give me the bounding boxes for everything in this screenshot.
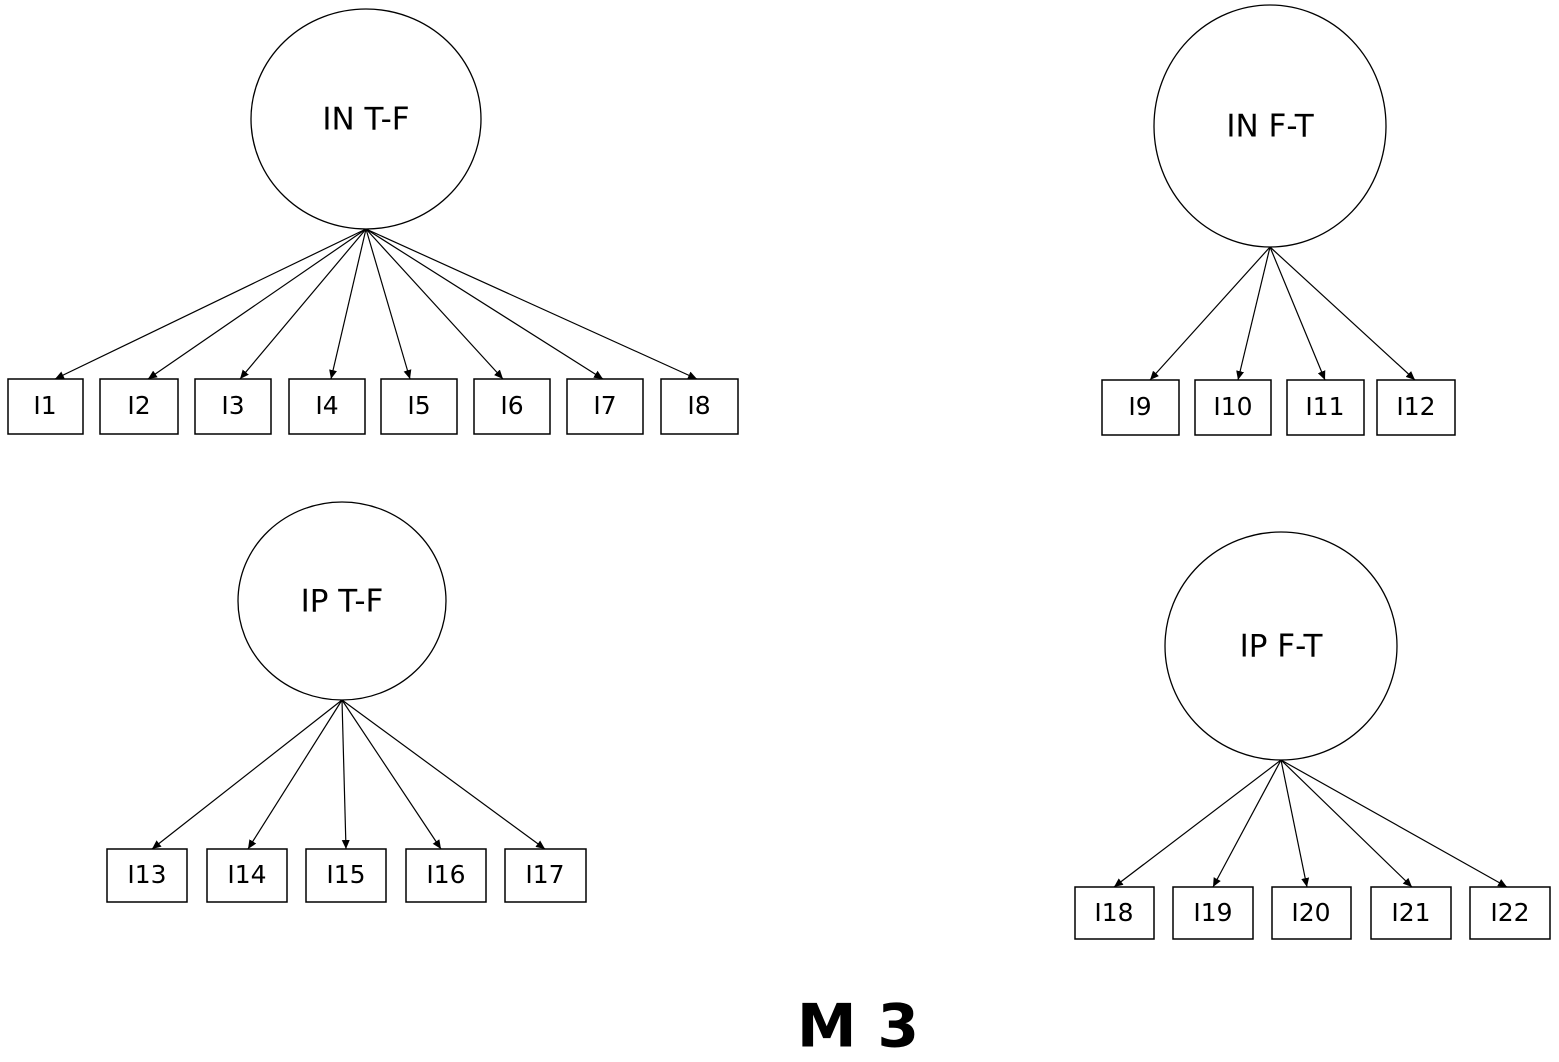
indicator-label: I14: [227, 860, 266, 889]
loading-arrow: [341, 699, 546, 850]
indicator-box: [660, 378, 739, 435]
loading-arrow: [1280, 759, 1310, 888]
indicator-label: I4: [315, 391, 338, 420]
loading-arrow: [239, 228, 367, 380]
indicator-box: [99, 378, 179, 435]
loading-arrow: [1236, 246, 1271, 381]
indicator-box: [194, 378, 272, 435]
indicator-box: [405, 848, 487, 903]
factor-ip-t-f: IP T-F: [237, 501, 447, 701]
indicator-label: I2: [127, 391, 150, 420]
indicator-label: I5: [407, 391, 430, 420]
loading-arrow: [1212, 759, 1282, 888]
loading-arrow: [341, 699, 350, 850]
indicator-label: I9: [1128, 392, 1151, 421]
indicator-label: I13: [127, 860, 166, 889]
indicator-label: I3: [221, 391, 244, 420]
indicator-label: I12: [1396, 392, 1435, 421]
loading-arrows: [54, 228, 1508, 888]
loading-arrow: [365, 228, 412, 380]
indicator-box: [1376, 379, 1456, 436]
indicator-box: [380, 378, 458, 435]
latent-circle: [237, 501, 447, 701]
loading-arrow: [247, 699, 343, 850]
indicator-group-ip-f-t: I18 I19 I20 I21 I22: [1074, 886, 1551, 940]
model-title: M 3: [797, 992, 919, 1062]
loading-arrow: [365, 228, 604, 380]
indicator-box: [106, 848, 188, 903]
indicator-label: I21: [1391, 898, 1430, 927]
latent-label: IP F-T: [1240, 629, 1324, 665]
indicator-box: [1172, 886, 1254, 940]
indicator-group-in-f-t: I9 I10 I11 I12: [1101, 379, 1456, 436]
loading-arrow: [147, 228, 367, 380]
indicator-box: [206, 848, 288, 903]
indicator-label: I20: [1291, 898, 1330, 927]
factor-ip-f-t: IP F-T: [1164, 531, 1398, 761]
loading-arrow: [1280, 759, 1413, 888]
factor-in-f-t: IN F-T: [1153, 4, 1387, 248]
factor-in-t-f: IN T-F: [250, 8, 482, 230]
loading-arrow: [1269, 246, 1416, 381]
indicator-label: I19: [1193, 898, 1232, 927]
indicator-label: I15: [326, 860, 365, 889]
indicator-box: [1101, 379, 1180, 436]
indicator-label: I22: [1490, 898, 1529, 927]
loading-arrow: [365, 228, 698, 380]
indicator-label: I18: [1094, 898, 1133, 927]
latent-label: IN F-T: [1226, 109, 1314, 145]
indicator-group-in-t-f: I1 I2 I3 I4 I5 I6 I7 I8: [7, 378, 739, 435]
indicator-box: [1271, 886, 1352, 940]
indicator-box: [305, 848, 387, 903]
indicator-box: [1194, 379, 1272, 436]
latent-circle: [250, 8, 482, 230]
indicator-label: I11: [1305, 392, 1344, 421]
indicator-box: [288, 378, 366, 435]
loading-arrow: [329, 228, 367, 380]
loading-arrow: [54, 228, 367, 380]
indicator-box: [7, 378, 84, 435]
latent-label: IP T-F: [301, 584, 384, 620]
latent-label: IN T-F: [322, 102, 409, 138]
indicator-label: I10: [1213, 392, 1252, 421]
indicator-box: [1074, 886, 1155, 940]
indicator-label: I16: [426, 860, 465, 889]
loading-arrow: [151, 699, 343, 850]
loading-arrow: [365, 228, 504, 380]
loading-arrow: [1269, 246, 1326, 381]
indicator-box: [566, 378, 644, 435]
indicator-label: I17: [525, 860, 564, 889]
indicator-box: [504, 848, 587, 903]
indicator-box: [1469, 886, 1551, 940]
indicator-box: [1370, 886, 1452, 940]
indicator-group-ip-t-f: I13 I14 I15 I16 I17: [106, 848, 587, 903]
indicator-label: I8: [687, 391, 710, 420]
latent-circle: [1164, 531, 1398, 761]
indicator-label: I6: [500, 391, 523, 420]
loading-arrow: [341, 699, 442, 850]
indicator-label: I1: [33, 391, 56, 420]
indicator-label: I7: [593, 391, 616, 420]
latent-circle: [1153, 4, 1387, 248]
loading-arrow: [1113, 759, 1282, 888]
loading-arrow: [1149, 246, 1271, 381]
indicator-box: [1286, 379, 1365, 436]
loading-arrow: [1280, 759, 1508, 888]
indicator-box: [473, 378, 551, 435]
